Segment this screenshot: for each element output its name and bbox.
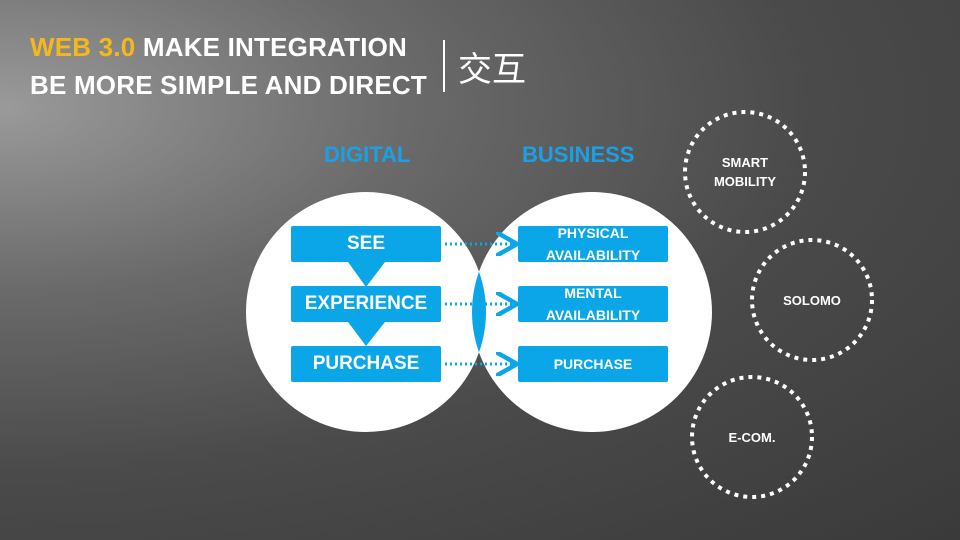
business-box-line: AVAILABILITY (545, 247, 641, 263)
dashed-circle-solomo (750, 238, 874, 362)
circle-label-line: SMART (721, 155, 769, 170)
business-box-line: PHYSICAL (557, 225, 629, 241)
business-box-physical-availability: PHYSICAL AVAILABILITY (518, 225, 668, 263)
business-box-purchase: PURCHASE (518, 346, 668, 382)
flow-arrow-experience-purchase (348, 322, 385, 346)
dashed-circle-ecom (690, 375, 814, 499)
digital-box-experience: EXPERIENCE (291, 286, 441, 322)
title-line-1: WEB 3.0 MAKE INTEGRATION (30, 28, 427, 66)
title-line-1-rest: MAKE INTEGRATION (135, 32, 408, 62)
title-divider (443, 40, 445, 92)
title-accent: WEB 3.0 (30, 32, 136, 62)
title-chinese: 交互 (458, 50, 526, 90)
label-smart-mobility: SMART MOBILITY (695, 142, 795, 202)
title-line-2: BE MORE SIMPLE AND DIRECT (30, 70, 427, 100)
business-box-line: MENTAL (564, 285, 622, 301)
business-box-mental-availability: MENTAL AVAILABILITY (518, 285, 668, 323)
digital-box-purchase: PURCHASE (291, 346, 441, 382)
page-title: WEB 3.0 MAKE INTEGRATION BE MORE SIMPLE … (30, 28, 427, 104)
circle-label-line: MOBILITY (713, 174, 777, 189)
label-solomo: SOLOMO (783, 292, 841, 308)
business-heading: BUSINESS (522, 142, 635, 167)
business-box-line: AVAILABILITY (545, 307, 641, 323)
business-box-line: PURCHASE (553, 356, 633, 372)
label-ecom: E-COM. (728, 429, 776, 445)
digital-heading: DIGITAL (324, 142, 411, 167)
flow-arrow-see-experience (348, 262, 385, 287)
dashed-circle-smart-mobility (683, 110, 807, 234)
digital-box-see: SEE (291, 226, 441, 262)
